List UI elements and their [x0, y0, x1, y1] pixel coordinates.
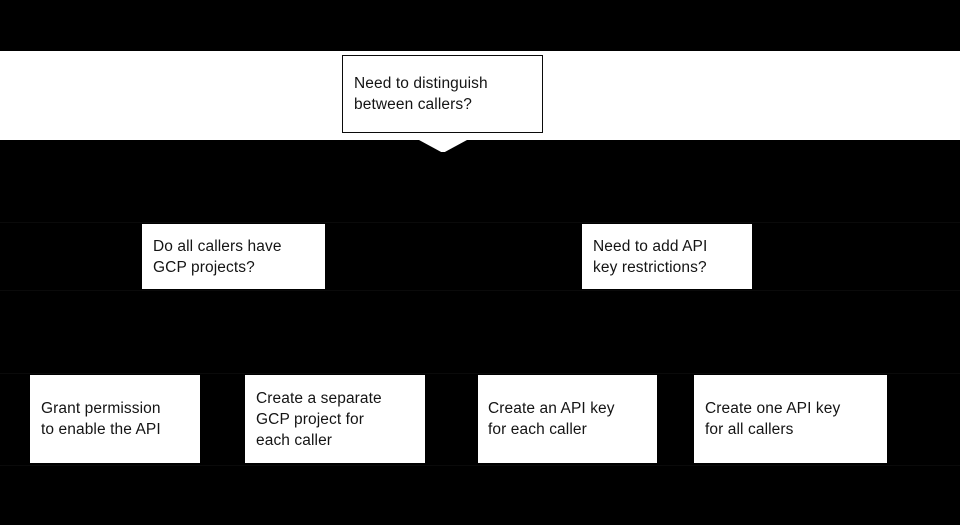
- field-hairline-bottom: [0, 465, 960, 466]
- field-hairline-upper: [0, 222, 960, 223]
- node-create-one-api-key-for-all-callers[interactable]: Create one API key for all callers: [694, 375, 887, 463]
- edge-root-to-key-restrictions: [442, 152, 667, 154]
- node-create-a-separate-gcp-project-for-each-caller[interactable]: Create a separate GCP project for each c…: [245, 375, 425, 463]
- node-need-to-distinguish-between-callers[interactable]: Need to distinguish between callers?: [342, 55, 543, 133]
- node-need-to-add-api-key-restrictions[interactable]: Need to add API key restrictions?: [582, 224, 752, 289]
- node-create-an-api-key-for-each-caller[interactable]: Create an API key for each caller: [478, 375, 657, 463]
- field-hairline-lower: [0, 373, 960, 374]
- root-arrowhead-notch: [419, 140, 467, 153]
- edge-gcp-projects-to-grant-permission: [115, 330, 234, 332]
- edge-gcp-projects-to-separate-project: [233, 330, 335, 332]
- edge-key-restrictions-to-key-all-callers: [667, 330, 791, 332]
- edge-key-restrictions-to-key-each-caller: [567, 330, 667, 332]
- node-do-all-callers-have-gcp-projects[interactable]: Do all callers have GCP projects?: [142, 224, 325, 289]
- field-hairline-mid: [0, 290, 960, 291]
- edge-root-to-gcp-projects: [233, 152, 444, 154]
- node-grant-permission-to-enable-the-api[interactable]: Grant permission to enable the API: [30, 375, 200, 463]
